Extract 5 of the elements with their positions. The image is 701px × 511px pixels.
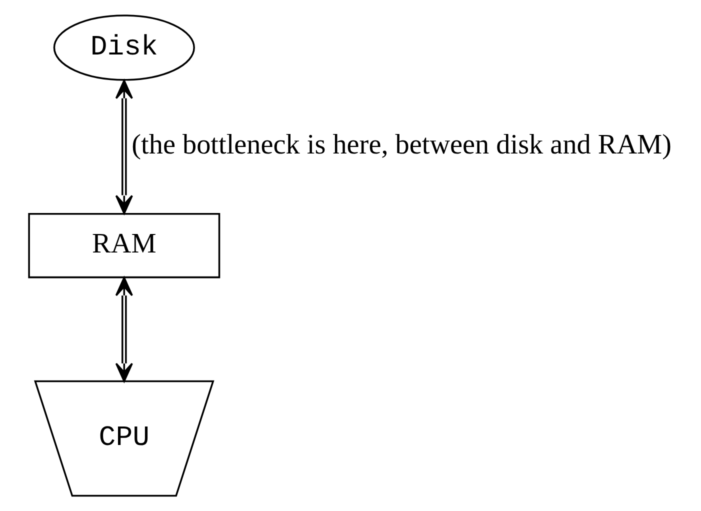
- arrow: [115, 80, 133, 214]
- node-ellipse: Disk: [53, 14, 195, 81]
- edge-label: (the bottleneck is here, between disk and RAM): [132, 130, 672, 161]
- arrow: [115, 276, 133, 382]
- node-box: RAM: [28, 213, 220, 278]
